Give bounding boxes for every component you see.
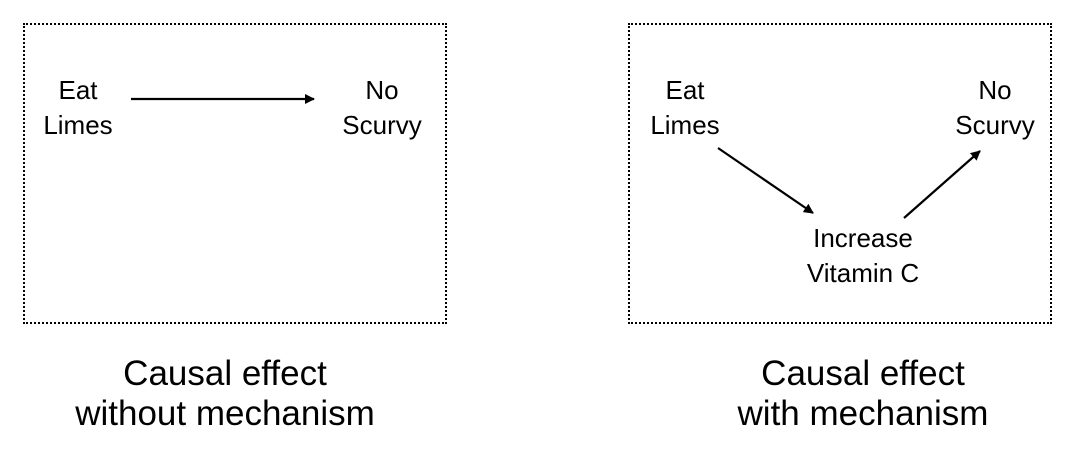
node-eat-limes-left: Eat Limes	[38, 73, 118, 143]
node-line: No	[365, 75, 399, 105]
caption-line: with mechanism	[737, 394, 989, 433]
caption-line: without mechanism	[75, 394, 375, 433]
panel-without-mechanism	[23, 23, 447, 324]
caption-line: Causal effect	[123, 354, 327, 393]
node-increase-vitamin-c: Increase Vitamin C	[790, 221, 936, 291]
node-line: Eat	[665, 75, 705, 105]
node-line: Limes	[650, 110, 720, 140]
caption-with-mechanism: Causal effect with mechanism	[683, 354, 1043, 434]
node-line: Vitamin C	[806, 258, 920, 288]
node-no-scurvy-left: No Scurvy	[334, 73, 430, 143]
node-line: Scurvy	[342, 110, 422, 140]
node-line: Increase	[813, 223, 913, 253]
node-line: No	[978, 75, 1012, 105]
node-line: Limes	[43, 110, 113, 140]
node-line: Scurvy	[955, 110, 1035, 140]
node-eat-limes-right: Eat Limes	[645, 73, 725, 143]
caption-without-mechanism: Causal effect without mechanism	[35, 354, 415, 434]
panel-with-mechanism	[628, 23, 1052, 324]
node-no-scurvy-right: No Scurvy	[947, 73, 1043, 143]
node-line: Eat	[58, 75, 98, 105]
caption-line: Causal effect	[761, 354, 965, 393]
